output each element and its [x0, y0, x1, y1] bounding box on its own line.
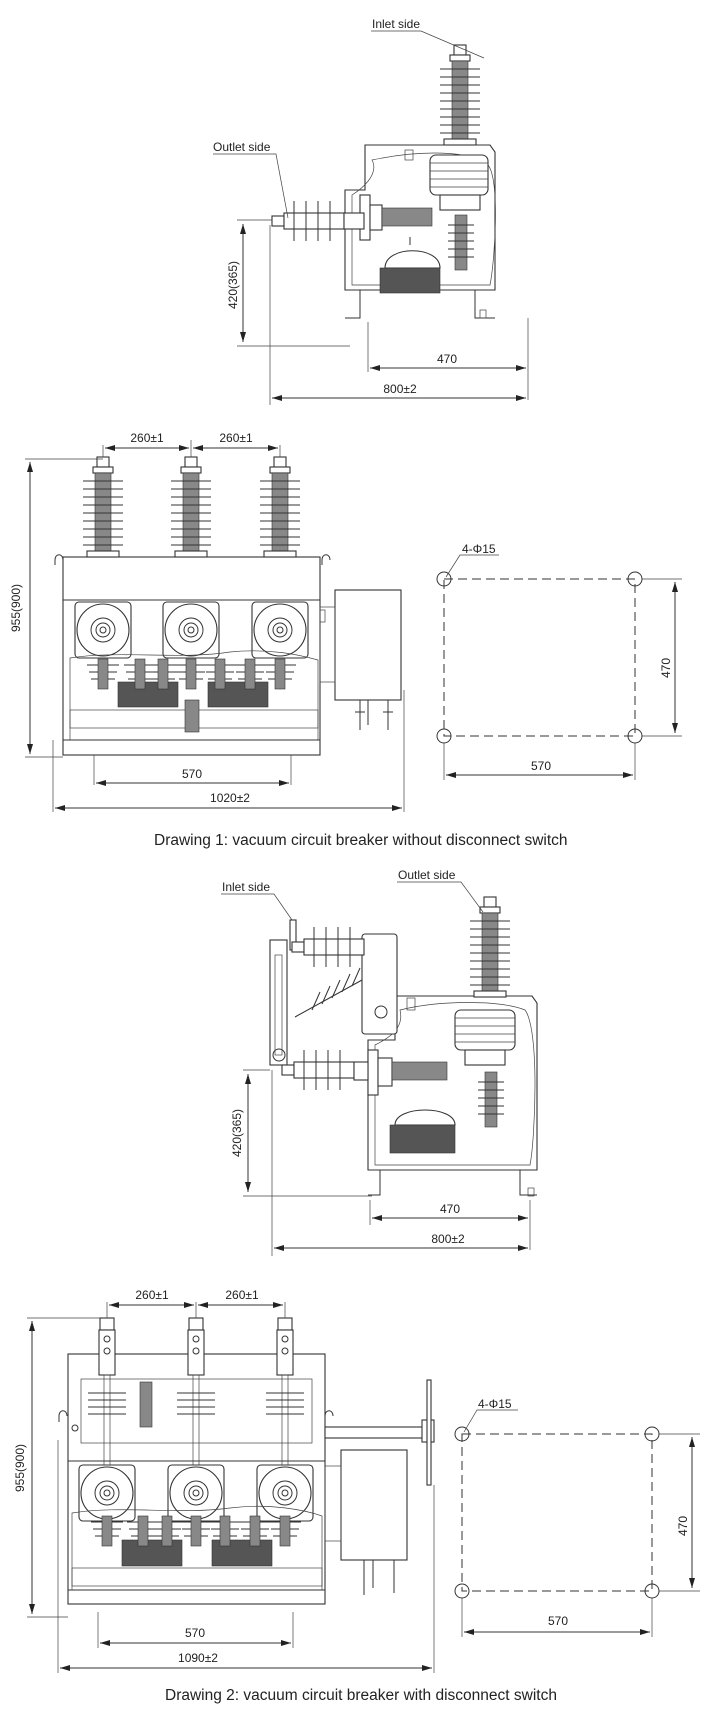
plan-depth-dim: 470 [676, 1516, 690, 1536]
outlet-side-label: Outlet side [398, 868, 456, 882]
drawing2-front-view: 260±1 260±1 955(900) 570 1090±2 [13, 1288, 435, 1673]
drawing2-side-view: Inlet side Outlet side 420(365) 470 800±… [221, 868, 538, 1256]
phase-b [167, 1317, 225, 1522]
pitch-dim-2: 260±1 [225, 1288, 259, 1302]
outlet-side-label: Outlet side [213, 140, 271, 154]
front-height-dim: 955(900) [9, 584, 23, 632]
front-overall-dim: 1090±2 [178, 1651, 218, 1665]
side-overall-dim: 800±2 [383, 382, 417, 396]
phase-c [256, 1317, 314, 1522]
holes-label: 4-Φ15 [478, 1397, 512, 1411]
front-base-dim: 570 [182, 767, 202, 781]
front-base-dim: 570 [185, 1626, 205, 1640]
drawing2-caption: Drawing 2: vacuum circuit breaker with d… [165, 1687, 557, 1704]
drawing2-mounting-plan: 4-Φ15 470 570 [454, 1397, 700, 1637]
inlet-side-label: Inlet side [222, 880, 270, 894]
drawing1-caption: Drawing 1: vacuum circuit breaker withou… [154, 832, 568, 849]
side-height-dim: 420(365) [226, 261, 240, 309]
holes-label: 4-Φ15 [462, 542, 496, 556]
side-base-dim: 470 [440, 1202, 460, 1216]
side-overall-dim: 800±2 [431, 1232, 465, 1246]
inlet-side-label: Inlet side [372, 17, 420, 31]
pitch-dim-1: 260±1 [135, 1288, 169, 1302]
side-height-dim: 420(365) [230, 1109, 244, 1157]
pitch-dim-1: 260±1 [130, 431, 164, 445]
plan-width-dim: 570 [548, 1614, 568, 1628]
front-height-dim: 955(900) [13, 1444, 27, 1492]
plan-width-dim: 570 [531, 759, 551, 773]
side-base-dim: 470 [437, 352, 457, 366]
phase-a [78, 1317, 136, 1522]
front-overall-dim: 1020±2 [210, 791, 250, 805]
pitch-dim-2: 260±1 [219, 431, 253, 445]
drawing1-side-view: Inlet side Outlet side 420(365) 470 800±… [213, 17, 529, 405]
plan-depth-dim: 470 [659, 658, 673, 678]
mounting-hole [436, 571, 452, 587]
drawing1-mounting-plan: 4-Φ15 470 570 [436, 542, 682, 780]
mounting-hole [454, 1426, 470, 1442]
drawing1-front-view: 260±1 260±1 955(900) 570 1020±2 [9, 431, 405, 812]
